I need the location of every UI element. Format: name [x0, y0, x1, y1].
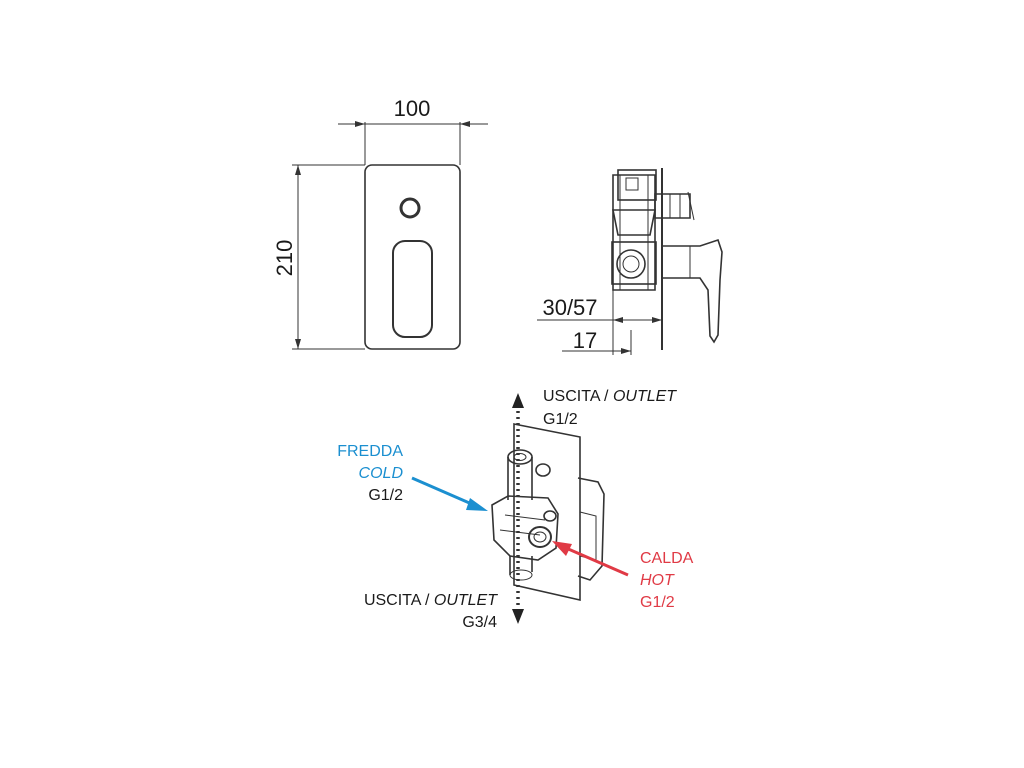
- depth-min-dimension-label: 17: [573, 328, 597, 353]
- cold-label-en: COLD: [359, 465, 404, 482]
- outlet-bottom-thread: G3/4: [462, 614, 497, 631]
- outlet-top-label-en: OUTLET: [613, 388, 677, 405]
- height-dimension-label: 210: [272, 240, 297, 277]
- hot-label-it: CALDA: [640, 550, 694, 567]
- cold-label-it: FREDDA: [337, 443, 403, 460]
- outlet-bottom-annotation: USCITA / OUTLET G3/4: [364, 592, 498, 631]
- cold-thread: G1/2: [368, 487, 403, 504]
- hot-thread: G1/2: [640, 594, 675, 611]
- svg-text:USCITA / OUTLET: USCITA / OUTLET: [543, 388, 677, 405]
- outlet-bottom-arrow-icon: [512, 609, 524, 624]
- width-dimension-label: 100: [394, 96, 431, 121]
- faceplate-front: [364, 164, 461, 350]
- outlet-bottom-label-it: USCITA /: [364, 592, 434, 609]
- front-view: 100 210: [272, 96, 488, 350]
- cold-annotation: FREDDA COLD G1/2: [337, 443, 403, 504]
- hot-label-en: HOT: [640, 572, 675, 589]
- hot-annotation: CALDA HOT G1/2: [640, 550, 694, 611]
- hot-inlet-arrow-icon: [552, 541, 572, 556]
- outlet-top-thread: G1/2: [543, 411, 578, 428]
- svg-text:USCITA / OUTLET: USCITA / OUTLET: [364, 592, 498, 609]
- outlet-top-label-it: USCITA /: [543, 388, 613, 405]
- outlet-bottom-label-en: OUTLET: [434, 592, 498, 609]
- diverter-knob-icon: [399, 197, 421, 219]
- depth-dimension-label: 30/57: [542, 295, 597, 320]
- lever-handle-front: [392, 240, 433, 338]
- outlet-top-arrow-icon: [512, 393, 524, 408]
- outlet-top-annotation: USCITA / OUTLET G1/2: [543, 388, 677, 428]
- side-view: 30/57 17: [537, 168, 723, 355]
- cold-inlet-arrow-icon: [466, 498, 488, 511]
- isometric-view: [411, 393, 629, 624]
